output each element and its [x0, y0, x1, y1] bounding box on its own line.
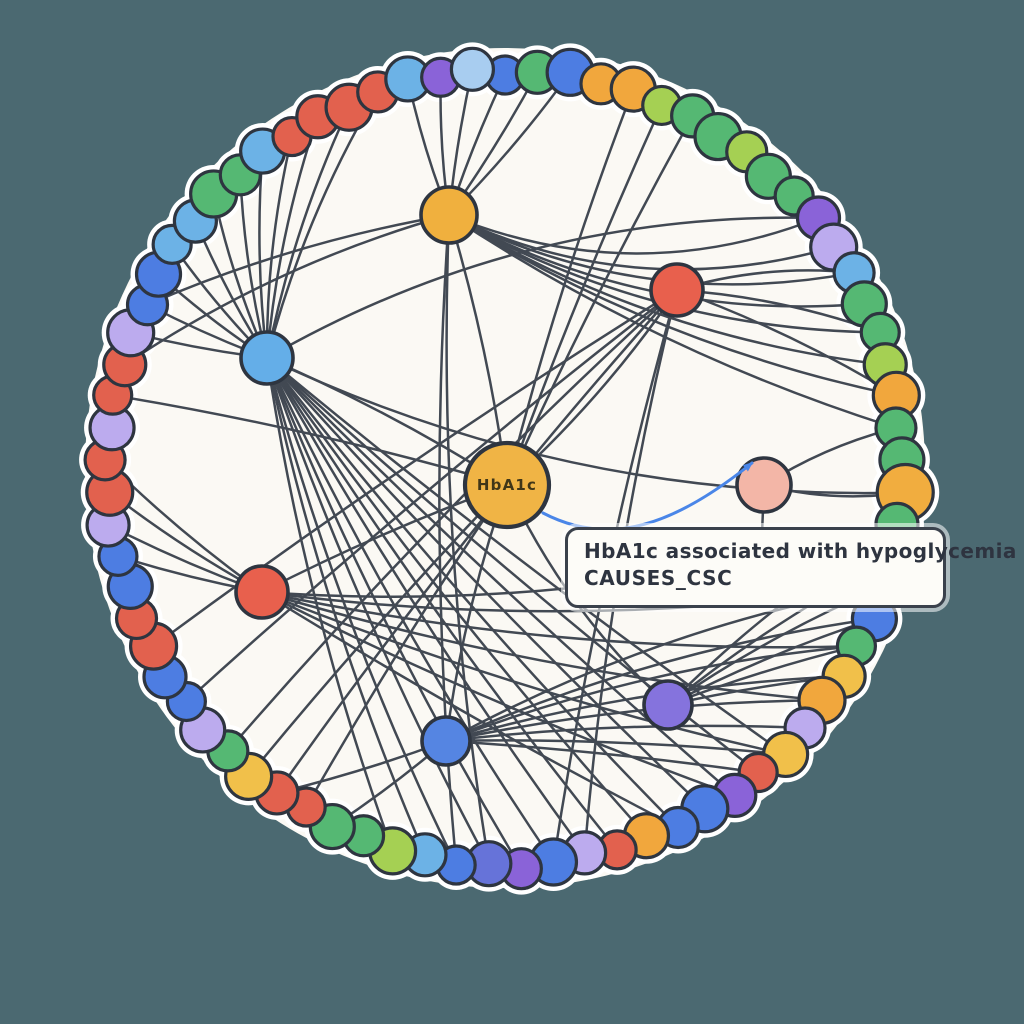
hba1c-node[interactable] [462, 440, 552, 530]
edge [447, 213, 856, 286]
tooltip-line2: CAUSES_CSC [584, 566, 733, 590]
perimeter-node-76[interactable] [449, 46, 495, 92]
tooltip-line1: HbA1c associated with hypoglycemia [584, 539, 1017, 563]
edge [226, 288, 679, 753]
edge [438, 213, 458, 867]
pink-node[interactable] [735, 456, 793, 514]
hub-top-node[interactable] [419, 185, 479, 245]
edge [260, 590, 737, 797]
ring-nodes [83, 46, 935, 891]
edge [265, 106, 351, 360]
edge [505, 114, 694, 487]
edge [275, 288, 679, 795]
edge [265, 356, 787, 756]
edge [185, 288, 679, 703]
edge [444, 699, 824, 743]
edge [444, 644, 858, 743]
edge [265, 356, 737, 797]
edge [445, 213, 491, 865]
edge [146, 213, 451, 306]
edge [260, 590, 858, 649]
edge [447, 213, 820, 255]
edge [447, 213, 835, 271]
hub-purple-node[interactable] [642, 679, 694, 731]
edge [260, 590, 787, 756]
central-node-label: HbA1c [476, 476, 538, 494]
edge [447, 213, 898, 397]
edge [444, 675, 846, 743]
edge [123, 213, 451, 366]
edge [260, 590, 680, 829]
hub-sky-node[interactable] [239, 330, 295, 386]
hub-blue-node[interactable] [420, 715, 472, 767]
edge-tooltip: HbA1c associated with hypoglycemia CAUSE… [565, 527, 1017, 608]
edge [265, 356, 648, 837]
edge [265, 356, 680, 829]
edge [260, 590, 824, 702]
edge [152, 288, 679, 648]
edge [111, 393, 509, 487]
hub-redleft-node[interactable] [234, 564, 290, 620]
edge [265, 356, 707, 810]
edge [265, 356, 907, 495]
highlighted-edge[interactable] [541, 461, 754, 531]
hub-red-node[interactable] [649, 262, 705, 318]
edge [444, 724, 807, 743]
edge [444, 739, 787, 756]
inner-nodes [234, 185, 793, 767]
edge [444, 739, 760, 774]
edge [444, 617, 876, 743]
edge [247, 483, 509, 778]
edge [265, 356, 586, 855]
